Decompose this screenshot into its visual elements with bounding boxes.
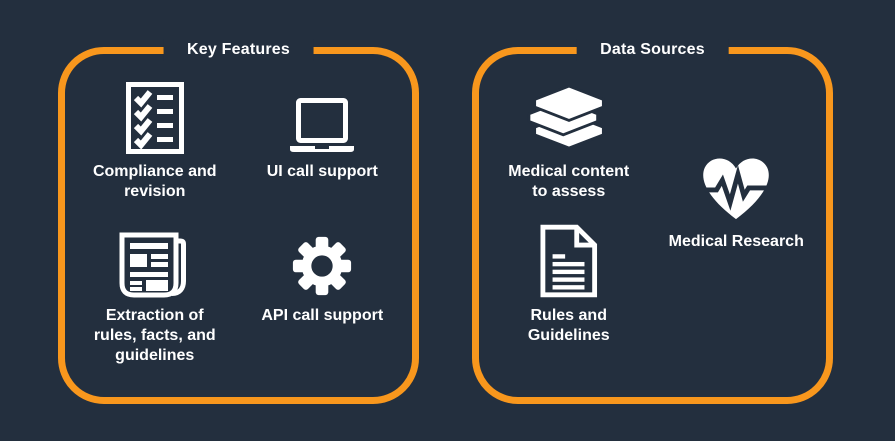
feature-ui-call-support: UI call support: [239, 78, 407, 222]
source-rules-guidelines: Rules and Guidelines: [485, 222, 653, 377]
data-sources-grid: Medical content to assess Medical Resear…: [479, 54, 826, 397]
books-icon: [527, 85, 605, 150]
gear-icon: [293, 236, 352, 296]
document-icon: [540, 224, 597, 298]
icon-box: [540, 222, 598, 298]
panel-data-sources: Data Sources Medical content to assess: [472, 39, 833, 404]
key-features-grid: Compliance and revision UI call support: [65, 54, 412, 397]
feature-label: API call support: [261, 307, 384, 324]
panel-title-data-sources: Data Sources: [576, 39, 729, 61]
heart-pulse-icon: [703, 158, 770, 219]
newspaper-icon: [119, 232, 186, 298]
panel-title-key-features: Key Features: [163, 39, 314, 61]
feature-api-call-support: API call support: [239, 222, 407, 377]
icon-box: [125, 78, 184, 154]
source-medical-research: Medical Research: [653, 50, 821, 349]
panel-key-features: Key Features: [58, 39, 419, 404]
icon-box: [290, 222, 354, 298]
source-label: Medical content to assess: [508, 163, 630, 200]
icon-box: [527, 78, 611, 154]
icon-box: [696, 148, 776, 224]
feature-label: Compliance and revision: [92, 163, 217, 200]
source-medical-content: Medical content to assess: [485, 78, 653, 222]
source-label: Rules and Guidelines: [527, 307, 610, 344]
icon-box: [289, 78, 355, 154]
source-label: Medical Research: [668, 232, 804, 250]
icon-box: [119, 222, 191, 298]
checklist-icon: [125, 82, 184, 154]
feature-compliance-revision: Compliance and revision: [71, 78, 239, 222]
feature-extraction: Extraction of rules, facts, and guidelin…: [71, 222, 239, 377]
feature-label: Extraction of rules, facts, and guidelin…: [93, 307, 216, 364]
feature-label: UI call support: [266, 163, 378, 180]
laptop-icon: [290, 98, 355, 152]
